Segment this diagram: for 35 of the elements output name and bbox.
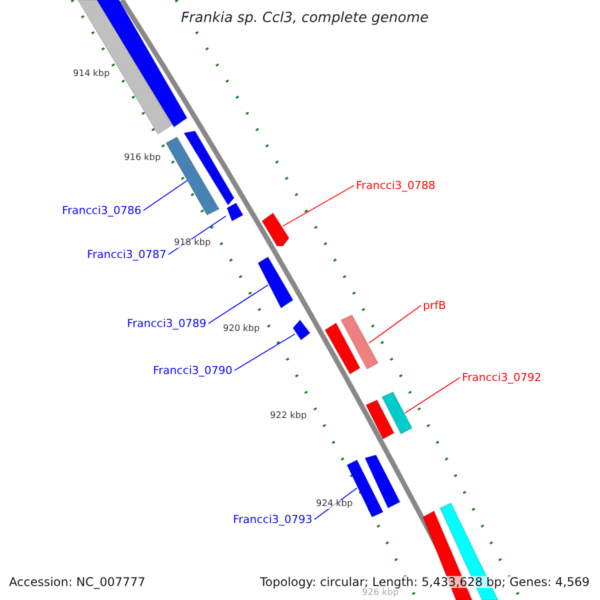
leader-line bbox=[282, 185, 354, 226]
leader-line bbox=[404, 377, 460, 414]
scale-label: 920 kbp bbox=[223, 325, 260, 334]
accession-note: Accession: NC_007777 bbox=[9, 576, 146, 588]
gene-label: Francci3_0789 bbox=[127, 318, 206, 329]
scale-label: 918 kbp bbox=[174, 239, 211, 248]
leader-line bbox=[368, 305, 422, 344]
gene-label: Francci3_0787 bbox=[87, 249, 166, 260]
gene-bar bbox=[364, 454, 401, 509]
gene-label: Francci3_0792 bbox=[462, 372, 542, 383]
scale-label: 926 kbp bbox=[362, 589, 399, 598]
gene-bar bbox=[324, 322, 361, 375]
map-title: Frankia sp. Ccl3, complete genome bbox=[181, 11, 429, 25]
scale-label: 922 kbp bbox=[270, 412, 307, 421]
scale-label: 914 kbp bbox=[73, 70, 110, 79]
leader-line bbox=[208, 284, 268, 324]
gene-bar bbox=[165, 136, 220, 216]
gene-label: Francci3_0793 bbox=[233, 514, 312, 525]
gene-bar bbox=[257, 256, 294, 309]
gene-bar bbox=[340, 314, 379, 370]
gene-bar bbox=[261, 212, 290, 246]
gene-label: Francci3_0788 bbox=[356, 180, 436, 191]
gene-bar bbox=[292, 319, 311, 341]
gene-label: Francci3_0790 bbox=[153, 365, 232, 376]
leader-line bbox=[142, 180, 188, 211]
gene-bar bbox=[381, 391, 413, 435]
gene-bar bbox=[183, 130, 235, 206]
genome-stats-note: Topology: circular; Length: 5,433,628 bp; Genes: 4,569 bbox=[260, 576, 590, 588]
gene-bar bbox=[365, 399, 395, 440]
gene-label: prfB bbox=[423, 300, 446, 311]
gene-bar bbox=[226, 202, 244, 222]
scale-label: 924 kbp bbox=[316, 500, 353, 509]
scale-label: 916 kbp bbox=[124, 154, 161, 163]
leader-line bbox=[234, 334, 296, 371]
gene-label: Francci3_0786 bbox=[62, 205, 142, 216]
